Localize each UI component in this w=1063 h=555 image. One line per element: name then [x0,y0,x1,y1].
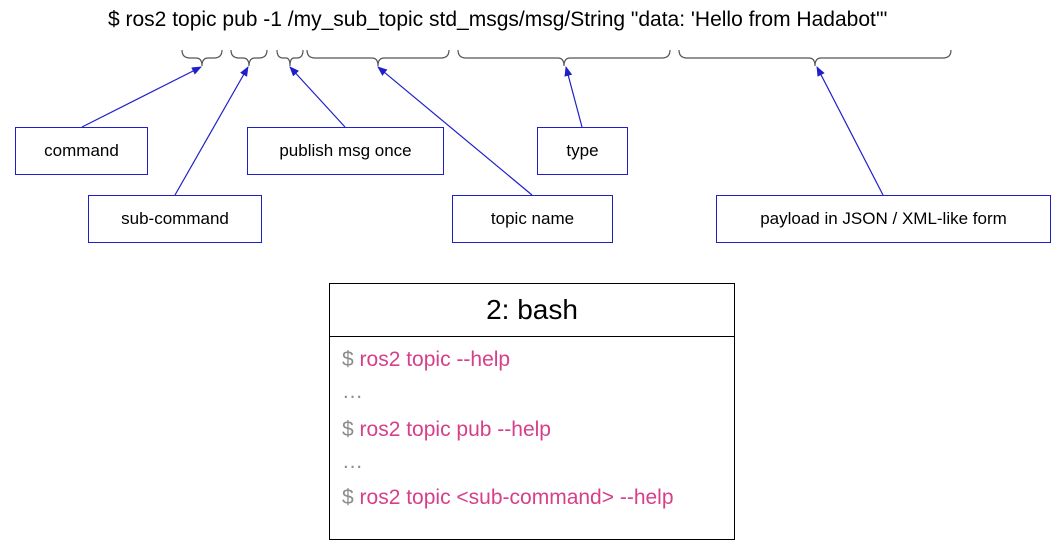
brace-payload [678,49,952,67]
arrow-topic-name [377,66,533,196]
label-payload: payload in JSON / XML-like form [716,195,1051,243]
brace-publish-once [276,49,304,67]
terminal-command: ros2 topic pub --help [359,418,551,441]
terminal-ellipsis-1: … [342,380,363,403]
arrow-group [81,66,884,196]
command-line: $ ros2 topic pub -1 /my_sub_topic std_ms… [108,8,888,31]
terminal-command: ros2 topic --help [359,348,511,371]
terminal-window: 2: bash $ ros2 topic --help … $ ros2 top… [329,283,735,540]
label-publish-once: publish msg once [247,127,444,175]
terminal-title: 2: bash [330,284,734,337]
brace-command [181,49,223,67]
label-command: command [15,127,148,175]
terminal-line-1: $ ros2 topic --help [342,348,510,372]
brace-sub-command [230,49,268,67]
terminal-line-3: $ ros2 topic <sub-command> --help [342,486,674,510]
label-topic-name: topic name [452,195,613,243]
prompt-symbol: $ [342,486,354,509]
arrow-type [564,66,583,128]
terminal-command: ros2 topic <sub-command> --help [359,486,674,509]
arrow-payload [816,66,884,196]
label-sub-command: sub-command [88,195,262,243]
arrow-command [81,66,202,128]
brace-topic-name [306,49,450,67]
arrow-sub-command [174,66,249,196]
label-type: type [537,127,628,175]
prompt-symbol: $ [342,348,354,371]
brace-group [181,49,952,67]
prompt-symbol: $ [342,418,354,441]
terminal-line-2: $ ros2 topic pub --help [342,418,551,442]
terminal-ellipsis-2: … [342,450,363,473]
brace-type [457,49,671,67]
arrow-publish-once [289,66,346,128]
